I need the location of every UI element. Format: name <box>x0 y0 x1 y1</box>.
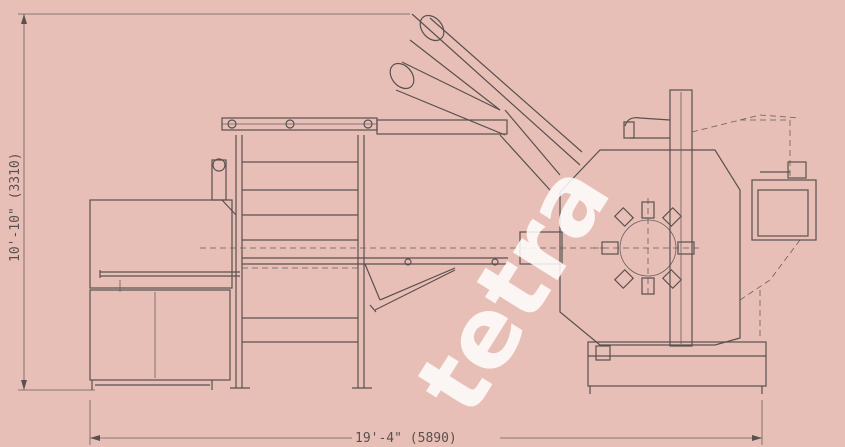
machine-base <box>587 341 767 394</box>
top-conveyor <box>221 117 508 135</box>
main-housing <box>519 149 741 346</box>
vertical-column <box>669 89 693 347</box>
width-dimension-label: 19'-4" (5890) <box>355 431 457 446</box>
loading-tray <box>99 270 240 292</box>
height-dimension <box>18 13 410 391</box>
inclined-chute <box>389 13 583 191</box>
right-envelope <box>739 119 801 340</box>
star-wheel <box>593 198 703 298</box>
motor-box <box>751 161 817 241</box>
height-dimension-label: 10'-10" (3310) <box>8 152 23 262</box>
left-cabinet <box>89 199 233 390</box>
left-roller <box>211 158 237 216</box>
middle-conveyor <box>242 257 508 313</box>
ladder-frame <box>230 135 372 389</box>
watermark: tetra <box>395 145 633 432</box>
exhaust-pipe <box>623 114 801 139</box>
